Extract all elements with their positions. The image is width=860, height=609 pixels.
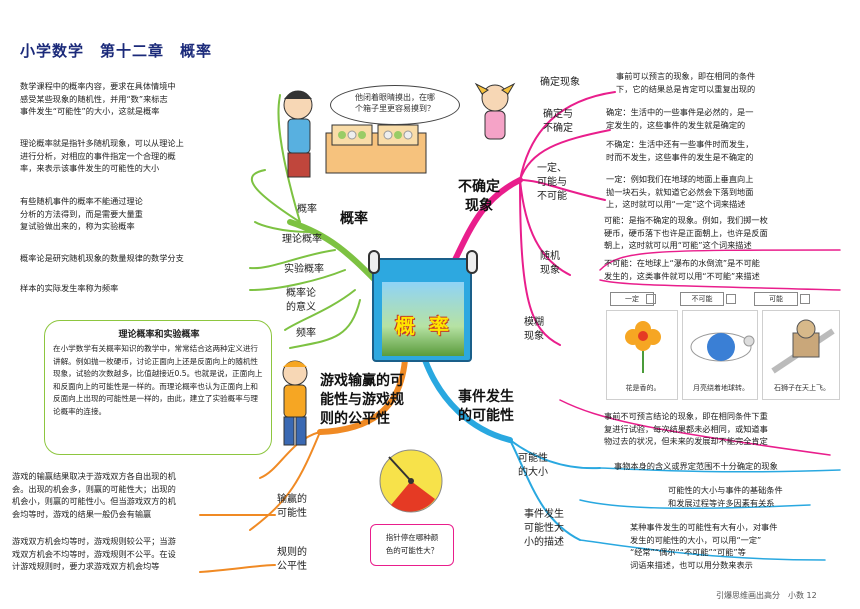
choice-checkbox-3 [800, 294, 810, 304]
connector-blue-trunk [422, 357, 513, 443]
theory-experiment-box: 理论概率和实验概率 在小学数学有关概率知识的教学中，常常结合这两种定义进行讲解。… [44, 320, 272, 455]
connector-magenta-3 [519, 179, 606, 201]
node-likelihood-size: 可能性 的大小 [518, 453, 548, 478]
connector-green-5 [249, 269, 346, 291]
theoretical-probability-text: 理论概率就是指针多随机现象，可以从理论上 进行分析，对相应的事件指定一个合理的概… [20, 138, 184, 173]
girl-illustration [474, 82, 516, 140]
node-frequency: 频率 [296, 328, 316, 339]
connector-magenta-5 [519, 179, 561, 346]
connector-green-1 [250, 169, 301, 223]
footer-text: 引爆思维画出高分 小数 12 [716, 591, 817, 600]
likelihood-branch-title: 事件发生 的可能性 [458, 389, 514, 424]
rule-fairness-text: 游戏双方机会均等时，游戏规则较公平；当游 戏双方机会不均等时，游戏规则不公平。在… [12, 536, 176, 571]
flower-icon [625, 321, 661, 373]
connector-blue-1 [509, 439, 601, 470]
fuzzy-phenomena-text: 事前不可预言结论的现象，即在相同条件下重 复进行试验，每次结果都未必相同，或知道… [604, 411, 768, 446]
stone-lion-icon [771, 319, 835, 374]
node-definite-possible-impossible: 一定、 可能与 不可能 [537, 163, 567, 202]
likelihood-factors-text: 可能性的大小与事件的基础条件 和发展过程等许多因素有关系 [668, 485, 783, 508]
landscape-image [382, 282, 464, 356]
connector-orange-2 [249, 431, 321, 531]
connector-green-2 [277, 94, 301, 223]
connector-orange-1 [259, 431, 321, 479]
connector-magenta-1 [519, 91, 616, 181]
possible-text: 可能：是指不确定的现象。例如，我们掷一枚 硬币，硬币落下也许是正面朝上，也许是反… [604, 215, 768, 250]
probability-branch-title: 概率 [340, 211, 368, 227]
connector-blue-5 [579, 539, 826, 561]
node-random-phenomena: 随机 现象 [540, 251, 560, 276]
probability-theory-text: 概率论是研究随机现象的数量规律的数学分支 [20, 253, 184, 263]
connector-green-3 [254, 221, 311, 233]
choice-scenes: 一定 不可能 可能 花是香的。 月亮绕着地球转。 [600, 292, 844, 404]
node-probability-meaning: 概率论 的意义 [286, 288, 316, 313]
theory-experiment-box-text: 在小学数学有关概率知识的教学中，常常结合这两种定义进行讲解。例如抛一枚硬币，讨论… [53, 344, 263, 416]
scene-moon-earth: 月亮绕着地球转。 [682, 310, 758, 400]
win-lose-likelihood-text: 游戏的输赢结果取决于游戏双方各自出现的机 会。出现的机会多，则赢的可能性大；出现… [12, 471, 176, 519]
earth-moon-icon [690, 332, 755, 362]
scene-flowers: 花是香的。 [606, 310, 678, 400]
choice-label-impossible: 不可能 [680, 292, 724, 306]
connector-green-trunk [287, 219, 378, 283]
connector-magenta-7 [599, 279, 841, 291]
uncertain-text: 不确定：生活中还有一些事件时而发生， 时而不发生，这些事件的发生是不确定的 [606, 139, 754, 162]
connector-blue-2 [509, 439, 581, 541]
fuzzy-definition-text: 事物本身的含义或界定范围不十分确定的现象 [614, 461, 778, 471]
node-theoretical-probability: 理论概率 [282, 234, 322, 245]
experimental-probability-text: 有些随机事件的概率不能通过理论 分析的方法得到，而是需要大量重 复试验做出来的，… [20, 196, 143, 231]
likelihood-description-text: 某种事件发生的可能性有大有小，对事件 发生的可能性的大小，可以用“一定” “经常… [630, 522, 778, 570]
ring-left-icon [368, 250, 380, 274]
node-probability: 概率 [297, 204, 317, 215]
scene-stone-lion: 石狮子在天上飞。 [762, 310, 840, 400]
definite-text: 一定：例如我们在地球的地面上垂直向上 抛一块石头，就知道它必然会下落到地面 上，… [606, 174, 754, 209]
boy-thinking-illustration [282, 360, 308, 446]
choice-label-definite: 一定 [610, 292, 654, 306]
boy-with-boxes-illustration [283, 90, 427, 178]
node-certain-phenomena: 确定现象 [540, 77, 580, 88]
connector-green-6 [284, 289, 356, 331]
certain-text: 确定：生活中的一些事件是必然的，是一 定发生的，这些事件的发生就是确定的 [606, 107, 754, 130]
choice-checkbox-1 [646, 294, 656, 304]
connector-blue-3 [599, 467, 841, 473]
node-likelihood-description: 事件发生 可能性大 小的描述 [524, 509, 564, 548]
node-rule-fairness: 规则的 公平性 [277, 547, 307, 572]
theory-experiment-box-title: 理论概率和实验概率 [118, 330, 200, 340]
probability-definition-text: 数学课程中的概率内容，要求在具体情境中 感受某些现象的随机性，并用“数”来标志 … [20, 81, 176, 116]
connector-magenta-4 [519, 179, 571, 276]
connector-orange-4 [199, 564, 276, 573]
node-fuzzy-phenomena: 模糊 现象 [524, 317, 544, 342]
scene-flowers-caption: 花是香的。 [625, 384, 661, 392]
choice-label-possible: 可能 [754, 292, 798, 306]
game-fairness-branch-title: 游戏输赢的可 能性与游戏规 则的公平性 [320, 373, 404, 427]
node-win-lose-likelihood: 输赢的 可能性 [277, 494, 307, 519]
node-experimental-probability: 实验概率 [284, 264, 324, 275]
choice-checkbox-2 [726, 294, 736, 304]
connector-magenta-6 [599, 249, 841, 271]
node-certain-uncertain: 确定与 不确定 [543, 109, 573, 134]
connector-orange-trunk [317, 357, 408, 435]
page-title: 小学数学 第十二章 概率 [20, 42, 213, 60]
scene-stone-lion-caption: 石狮子在天上飞。 [774, 384, 830, 392]
connector-magenta-2 [519, 129, 611, 181]
connector-green-7 [289, 299, 361, 349]
ring-right-icon [466, 250, 478, 274]
impossible-text: 不可能：在地球上“瀑布的水倒流”是不可能 发生的，这类事件就可以用“不可能”来描… [604, 258, 760, 281]
connector-magenta-8 [559, 399, 831, 456]
certain-phenomena-text: 事前可以预言的现象，即在相同的条件 下，它的结果总是肯定可以重复出现的 [616, 71, 756, 94]
connector-green-4 [249, 249, 336, 270]
connector-magenta-trunk [447, 177, 523, 273]
connector-blue-4 [579, 499, 811, 510]
speech-bubble: 他闭着眼晴摸出，在哪 个箱子里更容易摸到？ [330, 85, 460, 125]
scene-moon-earth-caption: 月亮绕着地球转。 [693, 384, 749, 392]
center-card-label: 概 率 [395, 314, 449, 338]
center-card: 概 率 [368, 250, 478, 362]
spinner-icon [379, 449, 443, 513]
frequency-text: 样本的实际发生率称为频率 [20, 283, 119, 293]
spinner-question: 指针停在哪种颜 色的可能性大？ [370, 524, 454, 566]
uncertain-branch-title: 不确定 现象 [458, 179, 500, 214]
